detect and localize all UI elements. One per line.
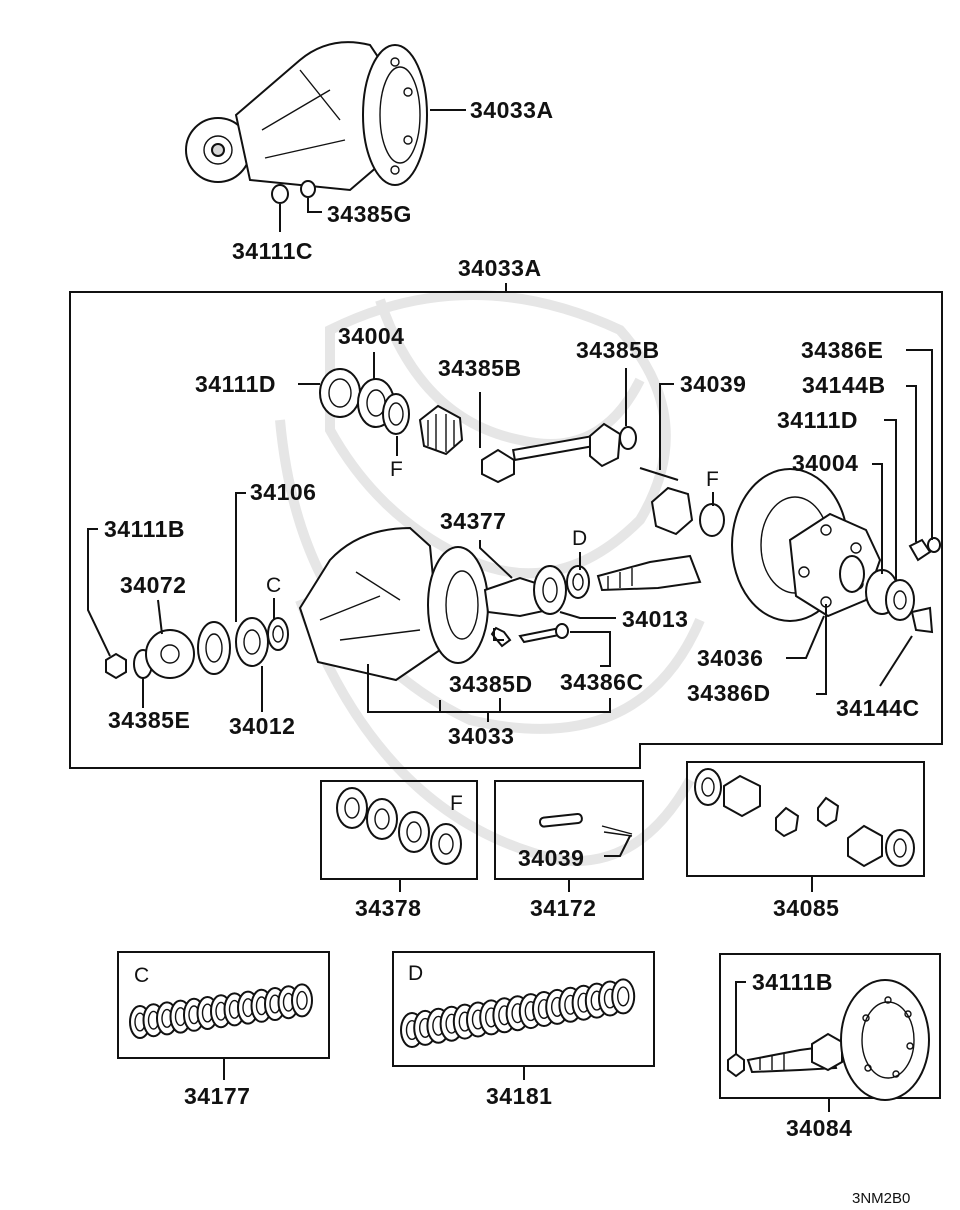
callout-diff-side-nut: 34386E <box>801 337 883 363</box>
shim-ring-hole <box>617 986 630 1007</box>
callout-shim-right: 34004 <box>792 450 858 476</box>
callout-case-bolt: 34386D <box>687 680 771 706</box>
kit-shim-set-c: C <box>117 951 330 1059</box>
kit-pin-part: 34172 <box>530 895 596 921</box>
pinion-shaft-group <box>481 422 679 484</box>
kit-shim-set-f: F <box>320 780 478 880</box>
callout-seal: 34106 <box>250 479 316 505</box>
callout-lock-plate-c: 34144C <box>836 695 920 721</box>
shim-ring <box>291 983 313 1018</box>
callout-pin-washer-right: 34385B <box>576 337 660 363</box>
kit-f-letter: F <box>450 792 463 815</box>
carrier-body <box>298 526 702 682</box>
flange-group <box>105 617 289 680</box>
kit-ring-pinion: 34111B <box>719 953 941 1101</box>
letter-f-right: F <box>706 468 719 491</box>
callout-bearing-right: 34111D <box>777 407 858 433</box>
letter-f-left: F <box>390 458 403 481</box>
top-carrier-assembly <box>185 41 428 204</box>
kit-ring-pinion-inner: 34111B <box>752 969 833 995</box>
kit-ring-pinion-part: 34084 <box>786 1115 852 1141</box>
shim-ring-hole <box>296 990 308 1010</box>
kit-d-part: 34181 <box>486 1083 552 1109</box>
shim-ring <box>611 978 636 1015</box>
diagram-code: 3NM2B0 <box>852 1190 910 1207</box>
kit-shim-set-d: D <box>392 951 655 1067</box>
callout-shim-upper: 34004 <box>338 323 404 349</box>
callout-inner-bearing: 34013 <box>622 606 688 632</box>
callout-spacer: 34377 <box>440 508 506 534</box>
callout-top-washer: 34385G <box>327 201 412 227</box>
watermark <box>275 290 705 866</box>
callout-pin-washer-left: 34385B <box>438 355 522 381</box>
kit-gears <box>686 761 925 877</box>
callout-top-nut: 34111C <box>232 238 313 264</box>
callout-pinion-shaft: 34039 <box>680 371 746 397</box>
callout-carrier-washer: 34385D <box>449 671 533 697</box>
callout-flange-nut: 34111B <box>104 516 185 542</box>
callout-top-carrier: 34033A <box>470 97 554 123</box>
kit-d-letter: D <box>408 962 423 985</box>
kit-c-part: 34177 <box>184 1083 250 1109</box>
kit-pin-inner: 34039 <box>518 845 584 871</box>
callout-main-assembly: 34033A <box>458 255 542 281</box>
kit-c-letter: C <box>134 964 149 987</box>
letter-c: C <box>266 574 281 597</box>
kit-gears-part: 34085 <box>773 895 839 921</box>
upper-bearing-group <box>319 368 464 456</box>
callout-lock-plate-b: 34144B <box>802 372 886 398</box>
callout-outer-bearing: 34012 <box>229 713 295 739</box>
callout-flange-washer: 34385E <box>108 707 190 733</box>
letter-d: D <box>572 527 587 550</box>
callout-companion-flange: 34072 <box>120 572 186 598</box>
callout-diff-case: 34036 <box>697 645 763 671</box>
ring-gear-group <box>650 468 941 634</box>
main-assembly-frame <box>69 291 943 769</box>
kit-f-part: 34378 <box>355 895 421 921</box>
kit-pin: 34039 <box>494 780 644 880</box>
callout-bearing-left-upper: 34111D <box>195 371 276 397</box>
callout-carrier: 34033 <box>448 723 514 749</box>
callout-carrier-bolt: 34386C <box>560 669 644 695</box>
